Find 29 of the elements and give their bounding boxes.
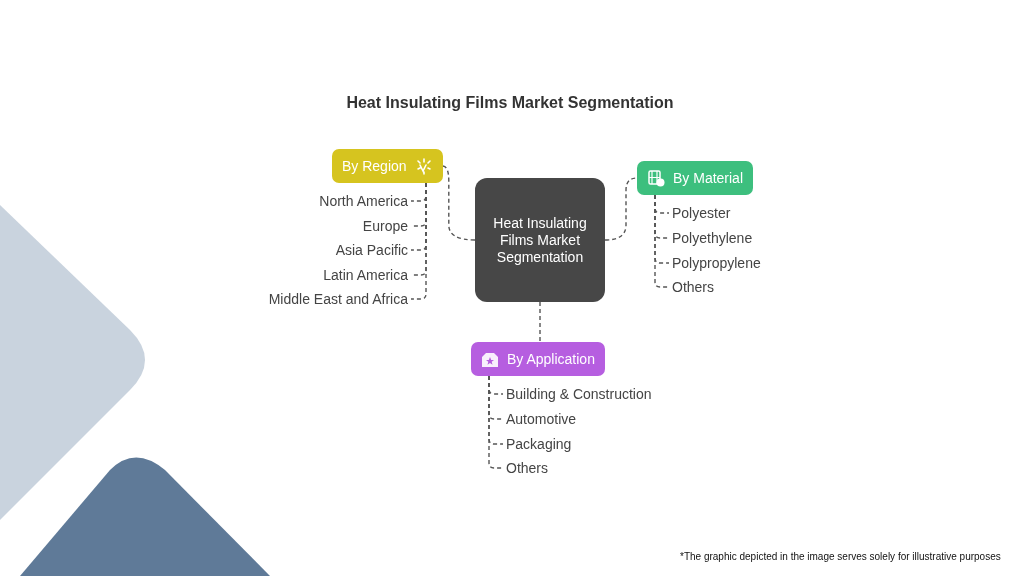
segment-label: North America <box>319 192 408 210</box>
category-box <box>332 149 443 183</box>
segment-label: Others <box>672 278 714 296</box>
segment-label: Europe <box>362 217 408 235</box>
center-box <box>475 178 605 302</box>
segment-label: Polyethylene <box>672 229 753 247</box>
diagram-title: Heat Insulating Films Market Segmentation <box>345 94 675 112</box>
segment-label: Packaging <box>506 435 572 453</box>
segment-label: Latin America <box>323 266 408 284</box>
segment-label: Asia Pacific <box>335 241 408 259</box>
connector <box>441 165 476 241</box>
category-label: By Region <box>342 158 407 174</box>
segment-label: Others <box>506 459 548 477</box>
segment-label: Middle East and Africa <box>268 290 408 308</box>
segment-label: Automotive <box>506 410 577 428</box>
connector <box>410 182 427 300</box>
category-label: By Application <box>507 351 595 367</box>
connector <box>604 177 638 241</box>
category-box <box>637 161 754 195</box>
segment-label: Polypropylene <box>672 254 761 272</box>
segment-label: Building & Construction <box>506 385 652 403</box>
connector <box>488 375 504 469</box>
category-label: By Material <box>673 170 744 186</box>
category-box <box>471 342 605 376</box>
box-title: Heat Insulating Films Market Segmentation <box>492 214 588 266</box>
connector <box>539 301 541 343</box>
segment-label: Polyester <box>672 204 731 222</box>
connector <box>654 194 670 288</box>
footnote: *The graphic depicted in the image serves solely for illustrative purposes <box>680 551 1001 562</box>
